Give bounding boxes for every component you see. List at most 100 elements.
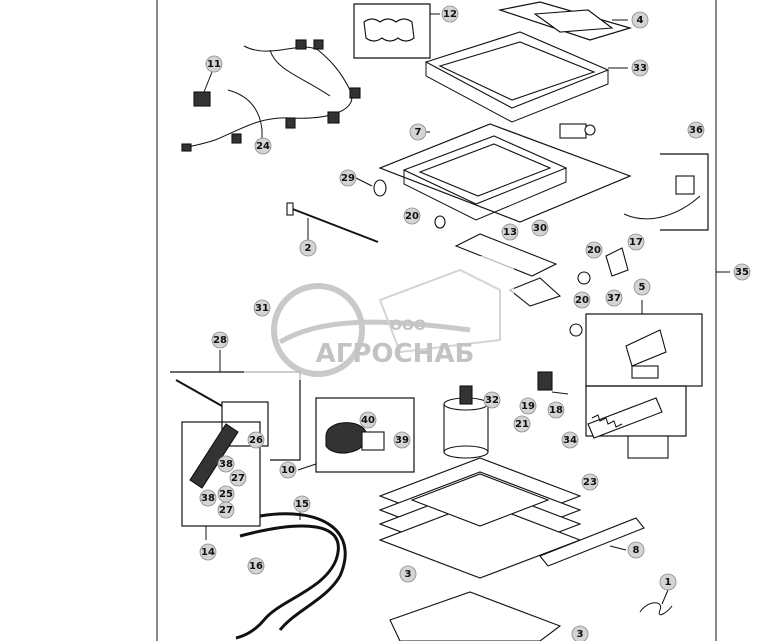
callout-marker xyxy=(403,207,421,225)
callout-number: 40 xyxy=(361,415,375,426)
callout-number: 29 xyxy=(341,173,355,184)
callout-marker xyxy=(631,59,649,77)
callout-marker xyxy=(631,11,649,29)
callout-7: 7 xyxy=(409,123,427,141)
callout-number: 7 xyxy=(415,127,422,138)
callout-number: 10 xyxy=(281,465,295,476)
callout-number: 23 xyxy=(583,477,597,488)
callout-marker xyxy=(393,431,411,449)
callout-marker xyxy=(547,401,565,419)
callout-marker xyxy=(339,169,357,187)
callout-marker xyxy=(733,263,751,281)
callout-number: 3 xyxy=(405,569,412,580)
part-5-bracket-box xyxy=(585,300,703,387)
callout-marker xyxy=(217,455,235,473)
callout-number: 38 xyxy=(201,493,215,504)
callout-34: 34 xyxy=(561,431,579,449)
callout-40: 40 xyxy=(359,411,377,429)
callout-8: 8 xyxy=(627,541,645,559)
callout-marker xyxy=(409,123,427,141)
callout-marker xyxy=(531,219,549,237)
callout-26: 26 xyxy=(247,431,265,449)
part-15-hoses xyxy=(235,510,347,640)
callout-19: 19 xyxy=(519,397,537,415)
part-21-cylinder xyxy=(443,385,489,459)
callout-marker xyxy=(211,331,229,349)
callout-31: 31 xyxy=(253,299,271,317)
callout-marker xyxy=(441,5,459,23)
callout-38: 38 xyxy=(199,489,217,507)
part-34-damper-box xyxy=(585,385,687,459)
callout-27: 27 xyxy=(229,469,247,487)
callout-27: 27 xyxy=(217,501,235,519)
callout-number: 30 xyxy=(533,223,547,234)
callout-number: 15 xyxy=(295,499,309,510)
part-28-bolt-box xyxy=(170,350,301,461)
callout-number: 28 xyxy=(213,335,227,346)
part-14-cylinder-box xyxy=(181,401,269,540)
callout-marker xyxy=(519,397,537,415)
callout-39: 39 xyxy=(393,431,411,449)
watermark: ООО АГРОСНАБ xyxy=(244,256,514,380)
callout-number: 17 xyxy=(629,237,643,248)
callout-17: 17 xyxy=(627,233,645,251)
part-2-shaft xyxy=(286,202,379,243)
part-19-switch xyxy=(537,371,569,395)
callout-marker xyxy=(399,565,417,583)
callout-28: 28 xyxy=(211,331,229,349)
callout-25: 25 xyxy=(217,485,235,503)
callout-number: 33 xyxy=(633,63,647,74)
callout-12: 12 xyxy=(441,5,459,23)
callout-marker xyxy=(247,557,265,575)
callout-number: 36 xyxy=(689,125,703,136)
callout-marker xyxy=(687,121,705,139)
part-7-base-plate xyxy=(378,123,632,223)
callout-marker xyxy=(254,137,272,155)
callout-number: 1 xyxy=(665,577,672,588)
callout-35: 35 xyxy=(733,263,751,281)
callout-marker xyxy=(299,239,317,257)
callout-marker xyxy=(229,469,247,487)
callout-marker xyxy=(581,473,599,491)
callout-23: 23 xyxy=(581,473,599,491)
callout-20: 20 xyxy=(573,291,591,309)
callout-38: 38 xyxy=(217,455,235,473)
callout-number: 2 xyxy=(305,243,312,254)
part-1-spring xyxy=(639,589,673,616)
callout-marker xyxy=(513,415,531,433)
part-base-plate xyxy=(389,591,562,641)
callout-marker xyxy=(561,431,579,449)
callout-16: 16 xyxy=(247,557,265,575)
callout-marker xyxy=(571,625,589,641)
part-10-motor-box xyxy=(297,397,415,473)
callout-marker xyxy=(605,289,623,307)
callout-13: 13 xyxy=(501,223,519,241)
callout-marker xyxy=(359,411,377,429)
callout-number: 18 xyxy=(549,405,563,416)
callout-1: 1 xyxy=(659,573,677,591)
callout-number: 24 xyxy=(256,141,270,152)
callout-33: 33 xyxy=(631,59,649,77)
callout-marker xyxy=(627,541,645,559)
callout-37: 37 xyxy=(605,289,623,307)
callout-marker xyxy=(585,241,603,259)
callout-marker xyxy=(247,431,265,449)
callout-marker xyxy=(627,233,645,251)
callout-number: 4 xyxy=(637,15,644,26)
callout-number: 26 xyxy=(249,435,263,446)
part-8-strip xyxy=(539,517,645,567)
callout-number: 3 xyxy=(577,629,584,640)
callout-2: 2 xyxy=(299,239,317,257)
part-17-clip xyxy=(605,247,629,277)
callout-marker xyxy=(217,501,235,519)
callout-11: 11 xyxy=(205,55,223,73)
callout-18: 18 xyxy=(547,401,565,419)
callout-14: 14 xyxy=(199,543,217,561)
callout-4: 4 xyxy=(631,11,649,29)
callout-number: 14 xyxy=(201,547,215,558)
part-4-top-plate xyxy=(497,1,633,41)
callout-marker xyxy=(633,278,651,296)
part-23-bellows xyxy=(378,457,582,579)
callout-number: 21 xyxy=(515,419,529,430)
